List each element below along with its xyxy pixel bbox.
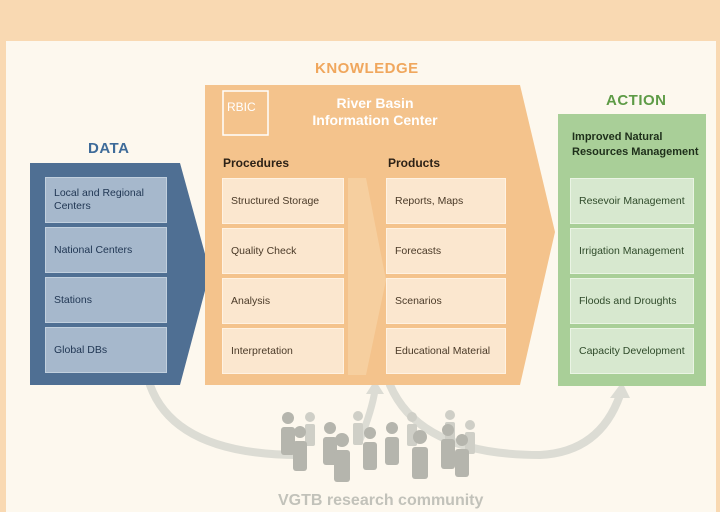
top-band bbox=[0, 0, 720, 41]
data-item-local-regional: Local and Regional Centers bbox=[45, 177, 167, 223]
procedure-item-analysis: Analysis bbox=[222, 278, 344, 324]
flow-arc-right bbox=[386, 381, 624, 460]
action-header: Improved Natural Resources Management bbox=[572, 131, 699, 158]
flow-arc-left bbox=[146, 381, 304, 459]
action-label: Irrigation Management bbox=[579, 244, 685, 257]
action-label: Capacity Development bbox=[579, 344, 685, 357]
procedure-label: Analysis bbox=[231, 294, 271, 307]
product-item-scenarios: Scenarios bbox=[386, 278, 506, 324]
data-item-stations: Stations bbox=[45, 277, 167, 323]
procedure-label: Interpretation bbox=[231, 344, 293, 357]
product-label: Educational Material bbox=[395, 344, 491, 357]
rbic-logo-text: RBIC bbox=[227, 100, 256, 114]
left-border bbox=[0, 41, 6, 512]
data-item-national: National Centers bbox=[45, 227, 167, 273]
procedure-item-quality: Quality Check bbox=[222, 228, 344, 274]
flow-arc-right-head bbox=[610, 382, 630, 398]
products-header: Products bbox=[388, 156, 441, 170]
flow-arc-middle-head bbox=[366, 380, 384, 394]
data-item-label: Stations bbox=[54, 293, 92, 306]
action-heading: ACTION bbox=[606, 92, 667, 109]
right-border bbox=[716, 41, 720, 512]
action-label: Resevoir Management bbox=[579, 194, 685, 207]
data-item-global-dbs: Global DBs bbox=[45, 327, 167, 373]
center-title: River Basin Information Center bbox=[312, 95, 438, 128]
community-label: VGTB research community bbox=[278, 492, 484, 509]
procedure-label: Quality Check bbox=[231, 244, 297, 257]
product-item-educational: Educational Material bbox=[386, 328, 506, 374]
product-item-reports: Reports, Maps bbox=[386, 178, 506, 224]
action-item-floods: Floods and Droughts bbox=[570, 278, 694, 324]
procedure-item-interpretation: Interpretation bbox=[222, 328, 344, 374]
procedure-item-storage: Structured Storage bbox=[222, 178, 344, 224]
knowledge-inner-chevron bbox=[348, 178, 386, 375]
action-label: Floods and Droughts bbox=[579, 294, 677, 307]
knowledge-heading: KNOWLEDGE bbox=[315, 60, 419, 77]
rbic-logo-box bbox=[222, 90, 269, 136]
action-item-capacity: Capacity Development bbox=[570, 328, 694, 374]
action-item-irrigation: Irrigation Management bbox=[570, 228, 694, 274]
product-item-forecasts: Forecasts bbox=[386, 228, 506, 274]
product-label: Reports, Maps bbox=[395, 194, 464, 207]
product-label: Scenarios bbox=[395, 294, 442, 307]
product-label: Forecasts bbox=[395, 244, 442, 257]
data-item-label: Global DBs bbox=[54, 343, 108, 356]
procedures-header: Procedures bbox=[223, 156, 290, 170]
data-item-label: Local and Regional Centers bbox=[54, 187, 144, 212]
people-icon-group bbox=[281, 410, 475, 482]
data-heading: DATA bbox=[88, 140, 130, 157]
data-item-label: National Centers bbox=[54, 243, 133, 256]
procedure-label: Structured Storage bbox=[231, 194, 320, 207]
action-item-reservoir: Resevoir Management bbox=[570, 178, 694, 224]
